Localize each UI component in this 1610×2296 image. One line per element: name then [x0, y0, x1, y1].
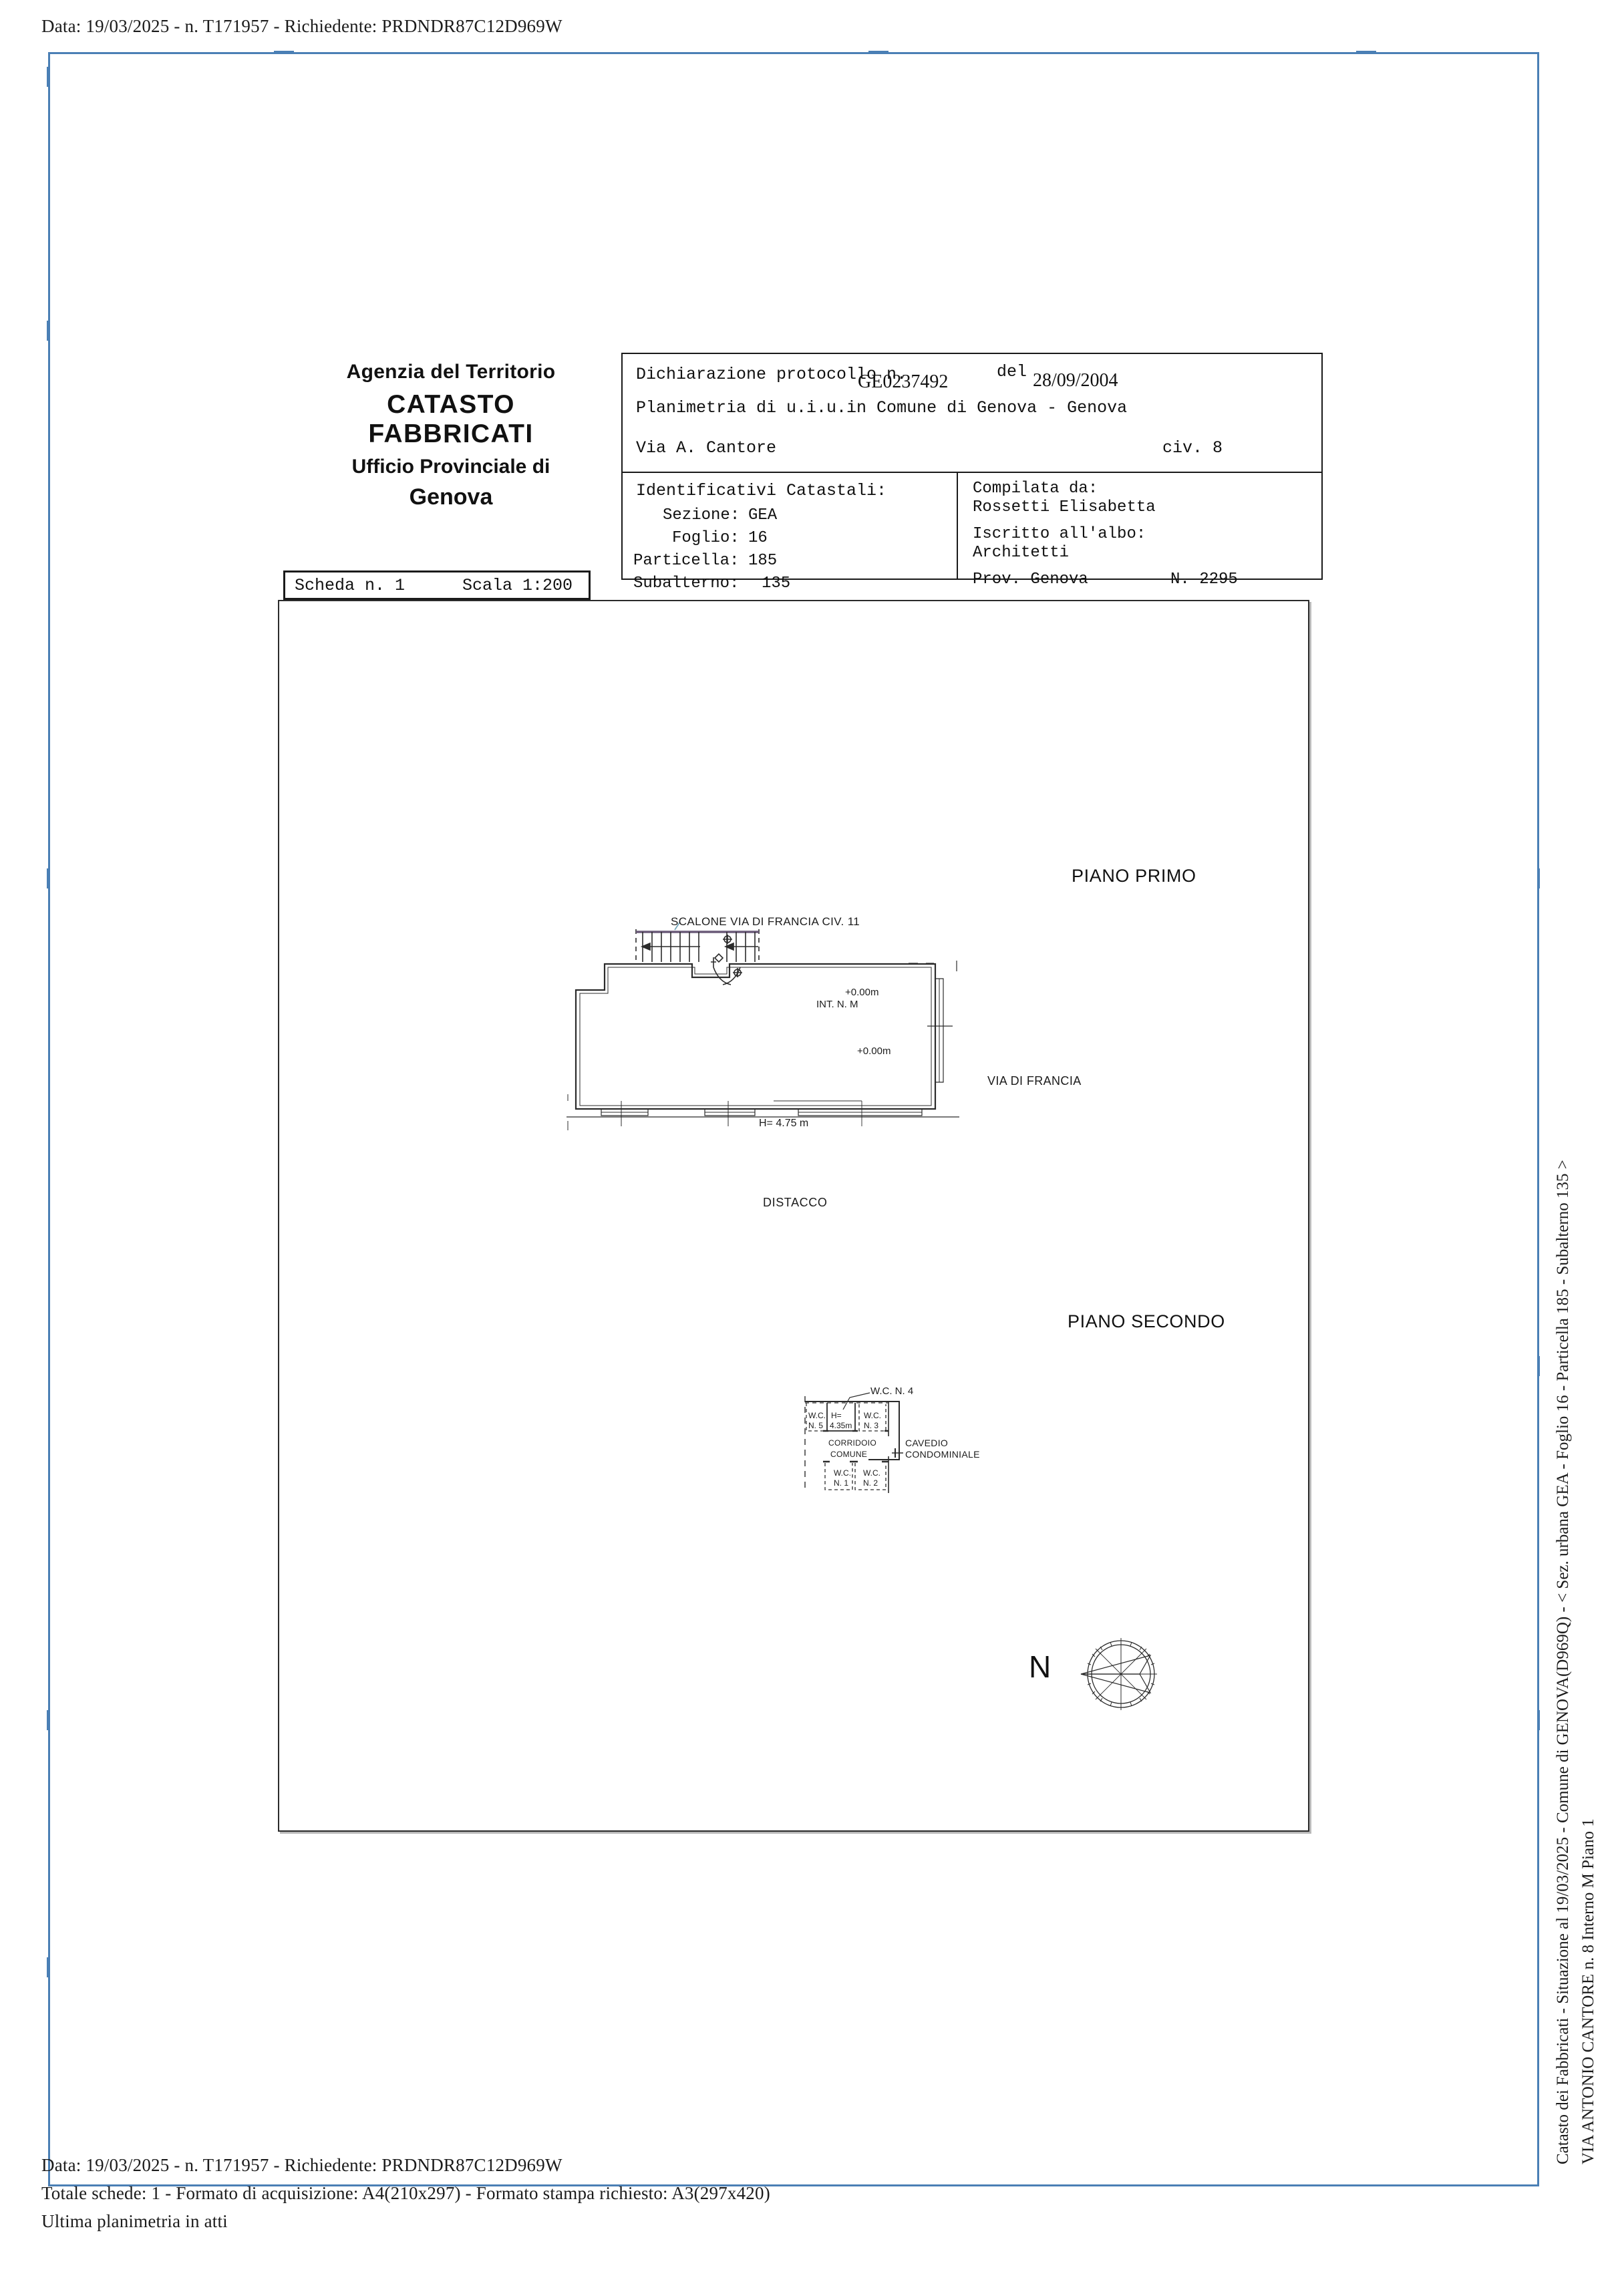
- wc4-callout: W.C. N. 4: [870, 1385, 914, 1397]
- level-marker-top: +0.00m: [845, 987, 879, 998]
- stair-label: SCALONE VIA DI FRANCIA CIV. 11: [671, 915, 860, 928]
- wc2-line-2: N. 2: [863, 1478, 878, 1488]
- protocol-date: 28/09/2004: [1033, 370, 1118, 391]
- second-floor-plan-drawing: [804, 1392, 903, 1493]
- cavedio-line-1: CAVEDIO: [905, 1438, 949, 1448]
- civic-number: civ. 8: [1162, 438, 1223, 458]
- floor-caption-first: PIANO PRIMO: [1072, 866, 1196, 886]
- wc5-line-2: N. 5: [808, 1421, 824, 1430]
- footer-line-2: Totale schede: 1 - Formato di acquisizio…: [41, 2183, 770, 2203]
- compiler-details: Compilata da: Rossetti Elisabetta Iscrit…: [958, 473, 1321, 589]
- scan-header-line: Data: 19/03/2025 - n. T171957 - Richiede…: [41, 16, 562, 36]
- sidebar-vertical-line-2: VIA ANTONIO CANTORE n. 8 Interno M Piano…: [1579, 1818, 1597, 2164]
- scheda-number: Scheda n. 1: [295, 575, 406, 595]
- particella-label: Particella:: [633, 552, 740, 570]
- scale-value: Scala 1:200: [462, 575, 573, 595]
- subalterno-label: Subalterno:: [633, 575, 740, 593]
- drawing-frame: [278, 600, 1309, 1832]
- frame-tick-right-1: [1538, 868, 1540, 888]
- registration-frame: [48, 52, 1539, 2186]
- frame-tick-top-2: [868, 51, 889, 53]
- agency-line-4: Genova: [409, 484, 493, 510]
- wc3-line-2: N. 3: [864, 1421, 879, 1430]
- foglio-value: 16: [748, 529, 768, 547]
- street-label-via-di-francia: VIA DI FRANCIA: [987, 1074, 1082, 1088]
- header-info-box: Dichiarazione protocollo n. GE0237492 de…: [621, 353, 1323, 593]
- header-top-section: Dichiarazione protocollo n. GE0237492 de…: [623, 354, 1321, 473]
- agency-block: Agenzia del Territorio CATASTO FABBRICAT…: [321, 361, 581, 510]
- frame-tick-left-2: [47, 321, 49, 341]
- del-label: del: [997, 362, 1027, 381]
- corridor-line-1: CORRIDOIO: [828, 1438, 877, 1448]
- compass-north-label: N: [1029, 1649, 1052, 1684]
- particella-value: 185: [748, 552, 778, 570]
- wc4-height-label: H=: [831, 1411, 842, 1420]
- compiled-by: Rossetti Elisabetta: [973, 498, 1156, 516]
- province-label: Prov. Genova: [973, 570, 1088, 589]
- wc4-height-value: 4.35m: [830, 1421, 852, 1430]
- interior-label: INT. N. M: [816, 999, 858, 1010]
- frame-tick-left-4: [47, 1710, 49, 1730]
- header-bottom-section: Identificativi Catastali: Sezione: GEA F…: [623, 473, 1321, 593]
- sezione-value: GEA: [748, 506, 778, 524]
- planimetry-line: Planimetria di u.i.u.in Comune di Genova…: [636, 398, 1128, 418]
- compass-rose-icon: [1080, 1638, 1157, 1710]
- wc2-line-1: W.C.: [863, 1468, 880, 1478]
- compiled-label: Compilata da:: [973, 480, 1098, 498]
- frame-tick-left-3: [47, 868, 49, 888]
- scheda-bar: Scheda n. 1 Scala 1:200: [283, 570, 591, 600]
- property-address: Via A. Cantore: [636, 438, 777, 458]
- first-floor-plan-drawing: [567, 921, 959, 1130]
- first-floor-height: H= 4.75 m: [759, 1118, 809, 1129]
- foglio-label: Foglio:: [672, 529, 740, 547]
- registry-number: N. 2295: [1170, 570, 1238, 589]
- frame-tick-right-3: [1538, 1710, 1540, 1730]
- cadastral-title: Identificativi Catastali:: [636, 481, 887, 500]
- frame-tick-bottom-1: [868, 2184, 889, 2186]
- floor-caption-second: PIANO SECONDO: [1068, 1311, 1225, 1331]
- gap-label-distacco: DISTACCO: [763, 1196, 828, 1209]
- registry-value: Architetti: [973, 544, 1070, 562]
- footer-line-3: Ultima planimetria in atti: [41, 2211, 228, 2231]
- protocol-number: GE0237492: [858, 371, 949, 392]
- cadastral-identifiers: Identificativi Catastali: Sezione: GEA F…: [623, 473, 958, 593]
- agency-line-2: CATASTO FABBRICATI: [368, 390, 534, 448]
- footer-line-1: Data: 19/03/2025 - n. T171957 - Richiede…: [41, 2155, 562, 2175]
- registry-label: Iscritto all'albo:: [973, 525, 1146, 543]
- frame-tick-top-1: [274, 51, 294, 53]
- declaration-label: Dichiarazione protocollo n.: [636, 365, 907, 384]
- frame-tick-left-1: [47, 67, 49, 87]
- frame-tick-top-3: [1356, 51, 1376, 53]
- wc1-line-2: N. 1: [834, 1478, 849, 1488]
- wc3-line-1: W.C.: [864, 1411, 881, 1420]
- frame-tick-left-5: [47, 1957, 49, 1977]
- frame-tick-bottom-2: [1356, 2184, 1376, 2186]
- wc1-line-1: W.C.: [834, 1468, 851, 1478]
- subalterno-value: 135: [762, 575, 791, 593]
- sezione-label: Sezione:: [663, 506, 740, 524]
- sidebar-vertical-line-1: Catasto dei Fabbricati - Situazione al 1…: [1554, 1160, 1572, 2164]
- agency-line-1: Agenzia del Territorio: [346, 361, 556, 383]
- wc5-line-1: W.C.: [808, 1411, 826, 1420]
- level-marker-bottom: +0.00m: [857, 1045, 891, 1057]
- agency-line-3: Ufficio Provinciale di: [351, 456, 550, 478]
- cavedio-line-2: CONDOMINIALE: [905, 1449, 980, 1460]
- corridor-line-2: COMUNE: [830, 1450, 868, 1459]
- frame-tick-right-2: [1538, 1356, 1540, 1376]
